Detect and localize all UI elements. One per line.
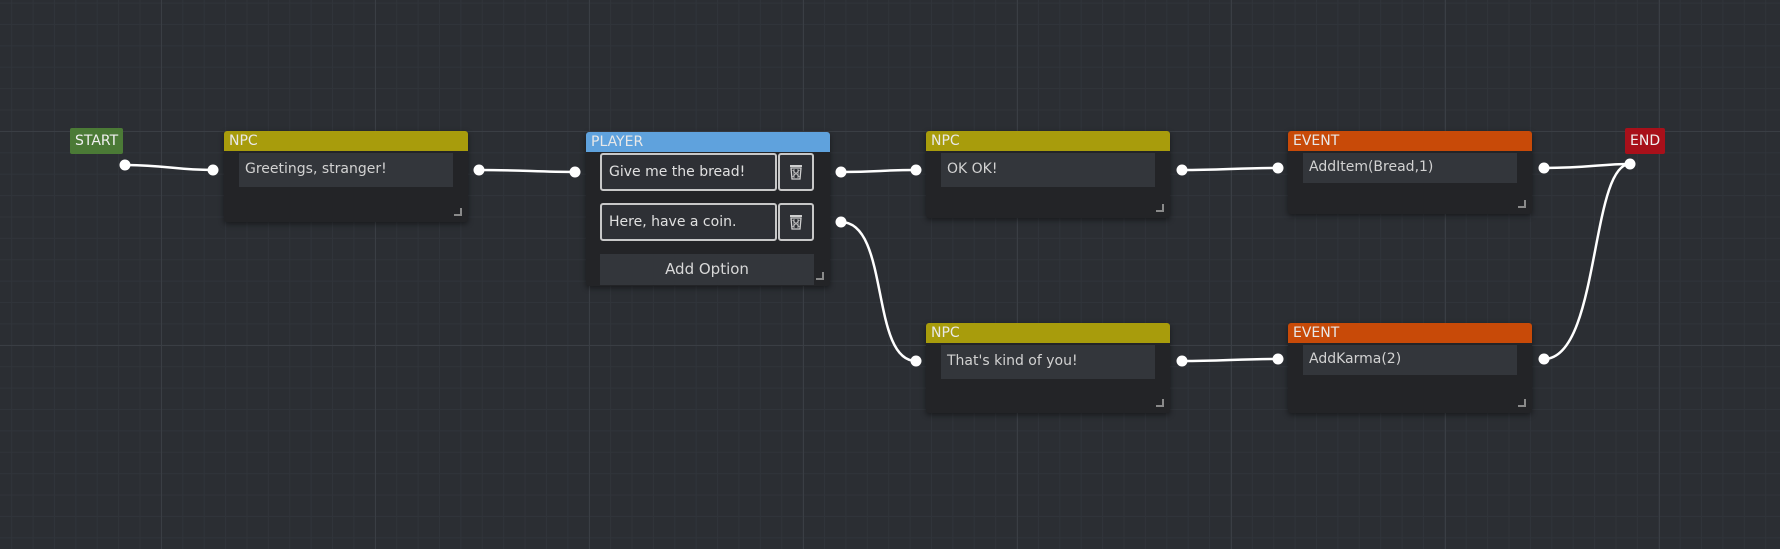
npc3-output-port (1176, 355, 1188, 367)
event-command-text: AddItem(Bread,1) (1309, 159, 1434, 175)
event2-output-port (1538, 353, 1550, 365)
end-label: END (1630, 133, 1661, 149)
wire-event2-end (1543, 162, 1631, 361)
dialogue-text: OK OK! (947, 161, 998, 177)
npc2-input-port (910, 164, 922, 176)
option1-output-port (835, 166, 847, 178)
npc2-output-port (1176, 164, 1188, 176)
wire-event1-end (1543, 162, 1631, 170)
option-text: Give me the bread! (609, 164, 746, 180)
event-node-additem[interactable]: EVENT AddItem(Bread,1) (1288, 131, 1532, 214)
dialogue-text: Greetings, stranger! (245, 161, 387, 177)
wire-option1-npc2 (840, 168, 917, 174)
node-header-event[interactable]: EVENT (1288, 131, 1532, 151)
end-input-port (1624, 158, 1636, 170)
delete-option-button-1[interactable] (778, 153, 814, 191)
wire-npc3-event2 (1181, 357, 1279, 363)
trash-icon (790, 165, 802, 180)
dialogue-text-field[interactable]: OK OK! (941, 153, 1155, 187)
delete-option-button-2[interactable] (778, 203, 814, 241)
end-node[interactable]: END (1625, 128, 1666, 154)
add-option-label: Add Option (665, 260, 749, 278)
dialogue-text-field[interactable]: Greetings, stranger! (239, 153, 453, 187)
option-input-2[interactable]: Here, have a coin. (600, 203, 777, 241)
resize-handle[interactable] (454, 208, 462, 216)
npc1-input-port (207, 164, 219, 176)
start-output-port (119, 159, 131, 171)
node-type-label: PLAYER (591, 134, 644, 150)
player-node[interactable]: PLAYER Give me the bread! Here, have a c… (586, 132, 830, 286)
option-text: Here, have a coin. (609, 214, 737, 230)
wire-npc1-player (478, 168, 576, 174)
node-type-label: NPC (229, 133, 258, 149)
node-header-npc[interactable]: NPC (926, 323, 1170, 343)
node-header-npc[interactable]: NPC (224, 131, 468, 151)
resize-handle[interactable] (1518, 399, 1526, 407)
event-command-text: AddKarma(2) (1309, 351, 1402, 367)
node-type-label: NPC (931, 325, 960, 341)
resize-handle[interactable] (1156, 399, 1164, 407)
npc3-input-port (910, 355, 922, 367)
npc1-output-port (473, 164, 485, 176)
node-header-npc[interactable]: NPC (926, 131, 1170, 151)
node-header-event[interactable]: EVENT (1288, 323, 1532, 343)
wire-start-npc1 (124, 163, 214, 172)
start-node[interactable]: START (70, 128, 124, 154)
trash-icon (790, 215, 802, 230)
wire-option2-npc3 (840, 220, 917, 363)
event1-input-port (1272, 162, 1284, 174)
node-header-player[interactable]: PLAYER (586, 132, 830, 152)
node-type-label: NPC (931, 133, 960, 149)
event-command-field[interactable]: AddItem(Bread,1) (1303, 153, 1517, 183)
option2-output-port (835, 216, 847, 228)
event2-input-port (1272, 353, 1284, 365)
event-node-addkarma[interactable]: EVENT AddKarma(2) (1288, 323, 1532, 413)
node-type-label: EVENT (1293, 133, 1340, 149)
option-input-1[interactable]: Give me the bread! (600, 153, 777, 191)
add-option-button[interactable]: Add Option (600, 254, 814, 285)
event-command-field[interactable]: AddKarma(2) (1303, 345, 1517, 375)
npc-node-kind[interactable]: NPC That's kind of you! (926, 323, 1170, 413)
resize-handle[interactable] (1518, 200, 1526, 208)
dialogue-text-field[interactable]: That's kind of you! (941, 345, 1155, 379)
dialogue-text: That's kind of you! (947, 353, 1078, 369)
start-label: START (75, 133, 119, 149)
resize-handle[interactable] (1156, 204, 1164, 212)
event1-output-port (1538, 162, 1550, 174)
npc-node-ok[interactable]: NPC OK OK! (926, 131, 1170, 218)
node-type-label: EVENT (1293, 325, 1340, 341)
resize-handle[interactable] (816, 272, 824, 280)
npc-node-greeting[interactable]: NPC Greetings, stranger! (224, 131, 468, 222)
wire-npc2-event1 (1181, 166, 1279, 172)
player-input-port (569, 166, 581, 178)
